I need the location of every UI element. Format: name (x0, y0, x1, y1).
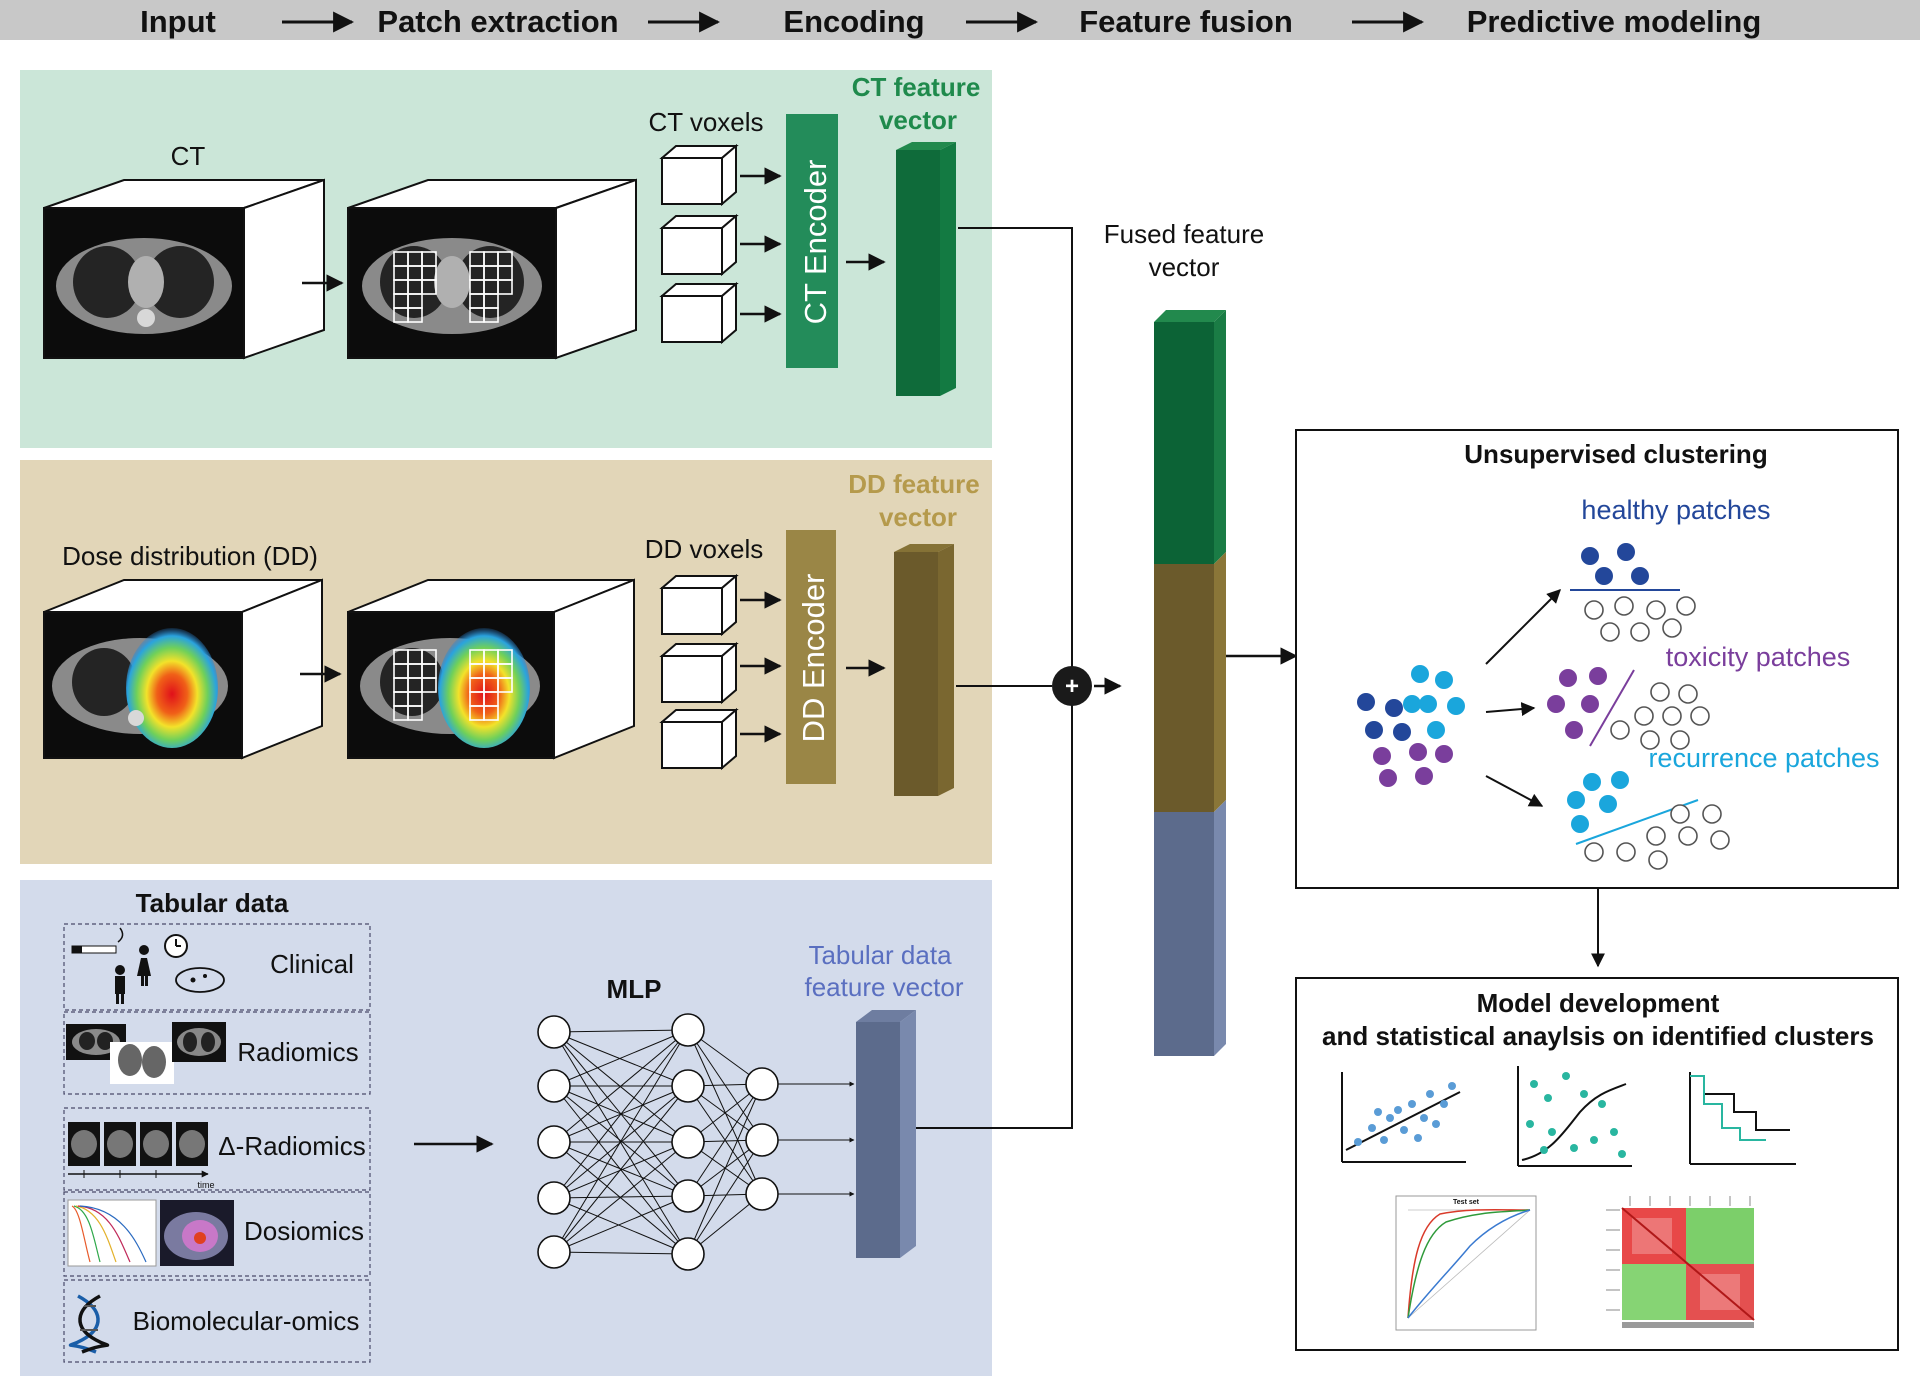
tabular-title: Tabular data (136, 888, 289, 918)
ct-connector-line (958, 227, 1073, 668)
cluster-arrow (1485, 702, 1536, 717)
ct-voxel-cubes (659, 143, 739, 345)
roc-curve-thumbnail (1395, 1195, 1537, 1331)
dd-encoder-label: DD Encoder (796, 574, 831, 743)
tabular-row-frames (63, 923, 371, 1363)
dd-voxel-cubes (659, 573, 739, 771)
ct-encoder-block (786, 114, 838, 368)
dna-icon (68, 1294, 110, 1354)
delta-radiomics-thumbnails (68, 1122, 209, 1178)
header-step-patch-extraction: Patch extraction (377, 4, 618, 39)
dd-image-label: Dose distribution (DD) (62, 541, 318, 571)
ct-feature-vector-label: vector (879, 105, 957, 135)
recurrence-patches-label: recurrence patches (1648, 743, 1879, 773)
tabular-feature-vector (856, 1010, 916, 1258)
scatter-plot-thumbnail (1341, 1072, 1466, 1163)
model-box-title: Model development (1477, 988, 1720, 1018)
dd-encoder-block (786, 530, 836, 784)
roc-title: Test set (1453, 1199, 1480, 1206)
tabular-feature-vector-label: feature vector (805, 972, 964, 1002)
ct-image-label: CT (171, 141, 206, 171)
header-bar (0, 0, 1920, 40)
fused-vector-label: Fused feature (1104, 219, 1264, 249)
cluster-arrow (1485, 589, 1561, 665)
header-step-feature-fusion: Feature fusion (1079, 4, 1293, 39)
cluster-arrow (1485, 775, 1544, 807)
mixed-cluster (1357, 665, 1465, 787)
fusion-plus-symbol: + (1065, 673, 1079, 700)
ct-patch-volume (347, 178, 637, 360)
header-step-predictive-modeling: Predictive modeling (1467, 4, 1762, 39)
tabular-feature-vector-label: Tabular data (808, 940, 952, 970)
recurrence-cluster (1567, 771, 1730, 870)
radiomics-thumbnails (66, 1022, 226, 1084)
toxicity-patches-label: toxicity patches (1666, 642, 1851, 672)
mlp-nodes (537, 1013, 779, 1271)
dosiomics-thumbnails (67, 1199, 234, 1267)
tabular-connector-line (916, 704, 1073, 1129)
tabular-row-biomolecular-omics: Biomolecular-omics (133, 1306, 360, 1336)
fused-vector-label: vector (1149, 252, 1220, 282)
tabular-row-clinical: Clinical (270, 949, 354, 979)
dd-feature-vector-label: vector (879, 502, 957, 532)
survival-plot-thumbnail (1689, 1072, 1796, 1165)
tabular-row-radiomics: Radiomics (237, 1037, 358, 1067)
model-box-title: and statistical anaylsis on identified c… (1322, 1021, 1874, 1051)
heatmap-thumbnail (1606, 1196, 1755, 1328)
healthy-patches-label: healthy patches (1581, 495, 1770, 525)
dd-voxels-label: DD voxels (645, 534, 763, 564)
header-step-input: Input (140, 4, 216, 39)
dd-patch-volume (347, 578, 635, 760)
clinical-icons (71, 927, 225, 1004)
header-step-encoding: Encoding (783, 4, 924, 39)
fused-feature-vector (1154, 310, 1226, 1056)
dd-input-volume (43, 578, 323, 760)
mlp-connections (553, 1029, 763, 1255)
tabular-row-dosiomics: Dosiomics (244, 1216, 364, 1246)
ct-feature-vector-label: CT feature (852, 72, 981, 102)
regression-plot-thumbnail (1517, 1066, 1632, 1167)
ct-feature-vector (896, 142, 956, 396)
ct-voxels-label: CT voxels (648, 107, 763, 137)
dd-feature-vector-label: DD feature (848, 469, 979, 499)
time-axis-label: time (197, 1180, 214, 1190)
healthy-cluster (1570, 543, 1696, 642)
toxicity-cluster (1547, 667, 1710, 750)
dd-feature-vector (894, 544, 954, 796)
clustering-box (1295, 429, 1899, 889)
ct-encoder-label: CT Encoder (798, 160, 833, 325)
fusion-plus-icon (1052, 666, 1092, 706)
mlp-label: MLP (607, 974, 662, 1004)
ct-input-volume (43, 178, 325, 360)
clustering-title: Unsupervised clustering (1464, 439, 1767, 469)
tabular-row-delta-radiomics: Δ-Radiomics (218, 1131, 365, 1161)
